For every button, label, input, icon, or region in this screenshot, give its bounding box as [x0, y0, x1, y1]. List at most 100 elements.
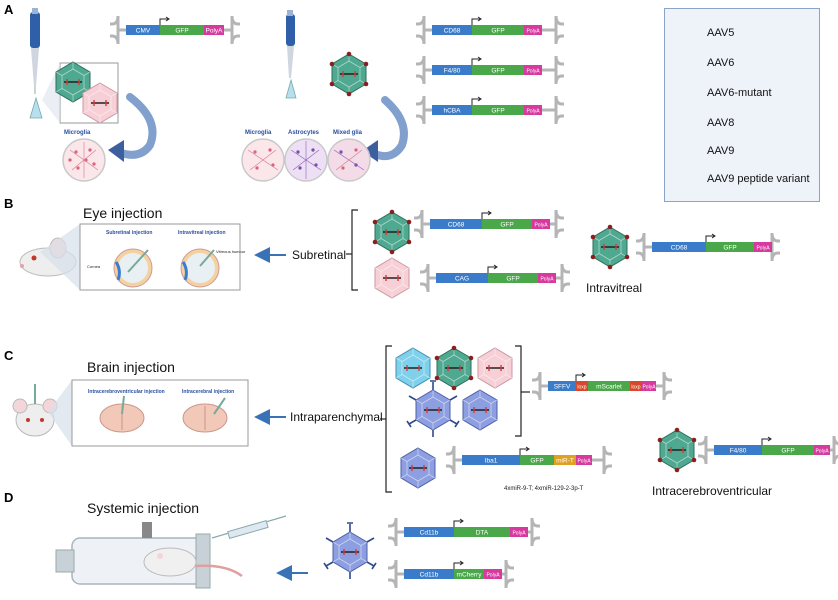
construct-cd11b-mcherry-promoter-arrow — [453, 560, 464, 569]
route-intracerebroventricular: Intracerebroventricular — [652, 484, 773, 498]
construct-iba1-gfp-mir-segment-2 — [554, 455, 576, 465]
icv-injection-label: Intracerebroventricular injection — [88, 389, 165, 395]
construct-f480-gfp-a-promoter-arrow — [471, 56, 482, 65]
construct-cd68-gfp-a-segment-2 — [524, 25, 542, 35]
legend-item-aav6: AAV6 — [665, 49, 819, 79]
syringe-icon — [211, 515, 287, 540]
legend-item-aav9: AAV9 — [665, 137, 819, 167]
panel-label-b: B — [4, 196, 14, 211]
construct-iba1-gfp-mir-label-2: miR-T — [556, 458, 574, 465]
panel-c-illustration — [12, 345, 697, 493]
construct-cag-gfp-segment-2 — [538, 273, 556, 283]
construct-cag-gfp-promoter-arrow — [487, 264, 498, 273]
construct-sffv-mscarlet-segment-2 — [588, 381, 630, 391]
construct-cd68-gfp-a-segment-1 — [472, 25, 524, 35]
construct-sffv-mscarlet-segment-0 — [548, 381, 576, 391]
brain-icv-icon — [99, 395, 145, 433]
construct-cd11b-mcherry-segment-1 — [454, 569, 484, 579]
cell-label-microglia: Microglia — [64, 130, 91, 136]
vitreous-humour-label: Vitreous humour — [216, 249, 246, 254]
construct-cd68-gfp-c-label-1: GFP — [723, 245, 736, 252]
legend-item-aav6-mutant: AAV6-mutant — [665, 79, 819, 109]
construct-f480-gfp-a-label-0: F4/80 — [444, 68, 461, 75]
construct-hcba-gfp-label-1: GFP — [491, 108, 504, 115]
construct-f480-gfp-a-segment-0 — [432, 65, 472, 75]
panel-label-c: C — [4, 348, 14, 363]
construct-cd68-gfp-b-label-1: GFP — [500, 222, 513, 229]
construct-f480-gfp-a-label-1: GFP — [491, 68, 504, 75]
construct-cd68-gfp-b-label-0: CD68 — [448, 222, 465, 229]
pipette-right-icon — [286, 10, 295, 78]
construct-cmv-gfp-segment-1 — [160, 25, 204, 35]
construct-f480-gfp-c-promoter-arrow — [761, 436, 772, 445]
legend-label-aav9-peptide: AAV9 peptide variant — [707, 173, 810, 185]
panel-label-d: D — [4, 490, 14, 505]
panel-b-illustration — [19, 209, 630, 299]
construct-cd68-gfp-b-promoter-arrow — [481, 210, 492, 219]
construct-f480-gfp-a-segment-1 — [472, 65, 524, 75]
eye-injection-title: Eye injection — [83, 205, 163, 221]
cell-label-astrocytes: Astrocytes — [288, 130, 320, 136]
cell-label-mixed-glia: Mixed glia — [333, 130, 363, 136]
construct-hcba-gfp-label-0: hCBA — [444, 108, 462, 115]
construct-cd11b-mcherry-segment-2 — [484, 569, 502, 579]
construct-cd68-gfp-a-promoter-arrow — [471, 16, 482, 25]
eye-subretinal-icon — [113, 248, 153, 288]
construct-f480-gfp-a-segment-2 — [524, 65, 542, 75]
petri-dish-astrocytes — [284, 138, 328, 182]
construct-f480-gfp-c-label-2: PolyA — [815, 449, 829, 455]
construct-cmv-gfp-label-1: GFP — [175, 28, 188, 35]
construct-sffv-mscarlet-label-0: SFFV — [554, 384, 571, 391]
legend-item-aav9-peptide: AAV9 peptide variant — [665, 165, 819, 195]
construct-cd11b-dta-segment-1 — [454, 527, 510, 537]
construct-cd11b-mcherry-label-1: mCherry — [457, 572, 483, 579]
brace-subretinal — [351, 209, 358, 291]
panel-label-a: A — [4, 2, 14, 17]
route-subretinal: Subretinal — [292, 248, 347, 262]
construct-cd68-gfp-c-label-2: PolyA — [756, 246, 770, 252]
legend-label-aav9: AAV9 — [707, 145, 735, 157]
construct-cd11b-dta-label-1: DTA — [476, 530, 489, 537]
construct-cd68-gfp-c-segment-2 — [754, 242, 772, 252]
construct-cd68-gfp-a-label-0: CD68 — [444, 28, 461, 35]
route-intravitreal: Intravitreal — [586, 281, 643, 295]
curved-arrow-left — [114, 93, 157, 159]
construct-sffv-mscarlet-promoter-arrow — [575, 372, 586, 381]
ic-injection-label: Intracerebral injection — [182, 389, 235, 395]
brain-injection-title: Brain injection — [87, 359, 175, 375]
construct-cag-gfp-label-0: CAG — [455, 276, 469, 283]
construct-cd11b-dta-segment-0 — [404, 527, 454, 537]
subretinal-injection-label: Subretinal injection — [106, 230, 153, 236]
construct-cd68-gfp-c-segment-0 — [652, 242, 706, 252]
petri-dish-microglia-2 — [241, 138, 285, 182]
route-intraparenchymal: Intraparenchymal — [290, 410, 383, 424]
construct-hcba-gfp-promoter-arrow — [471, 96, 482, 105]
construct-iba1-gfp-mir-label-1: GFP — [530, 458, 543, 465]
construct-cd68-gfp-b-segment-1 — [482, 219, 532, 229]
construct-cd11b-dta-label-2: PolyA — [512, 531, 526, 537]
construct-cmv-gfp-label-0: CMV — [136, 28, 151, 35]
construct-cmv-gfp-label-2: PolyA — [206, 28, 224, 35]
construct-iba1-gfp-mir-label-3: PolyA — [577, 459, 591, 465]
panel-d-illustration — [55, 515, 377, 589]
systemic-injection-title: Systemic injection — [87, 500, 200, 516]
construct-iba1-gfp-mir-segment-0 — [462, 455, 520, 465]
intravitreal-injection-label: Intravitreal injection — [178, 230, 226, 236]
construct-sffv-mscarlet-label-2: mScarlet — [596, 384, 622, 391]
construct-f480-gfp-a-label-2: PolyA — [526, 69, 540, 75]
capsid-legend: AAV5 AAV6 AAV6-mutant AAV8 AAV9 AAV9 pep… — [664, 8, 820, 202]
construct-cd11b-dta-promoter-arrow — [453, 518, 464, 527]
tube-left-icon — [29, 96, 43, 119]
construct-sffv-mscarlet-label-3: loxp — [631, 385, 640, 391]
construct-f480-gfp-a: F4/80 GFP PolyA — [416, 55, 564, 85]
construct-f480-gfp-c-segment-1 — [762, 445, 814, 455]
mouse-head-icon — [12, 384, 58, 437]
legend-label-aav8: AAV8 — [707, 117, 735, 129]
